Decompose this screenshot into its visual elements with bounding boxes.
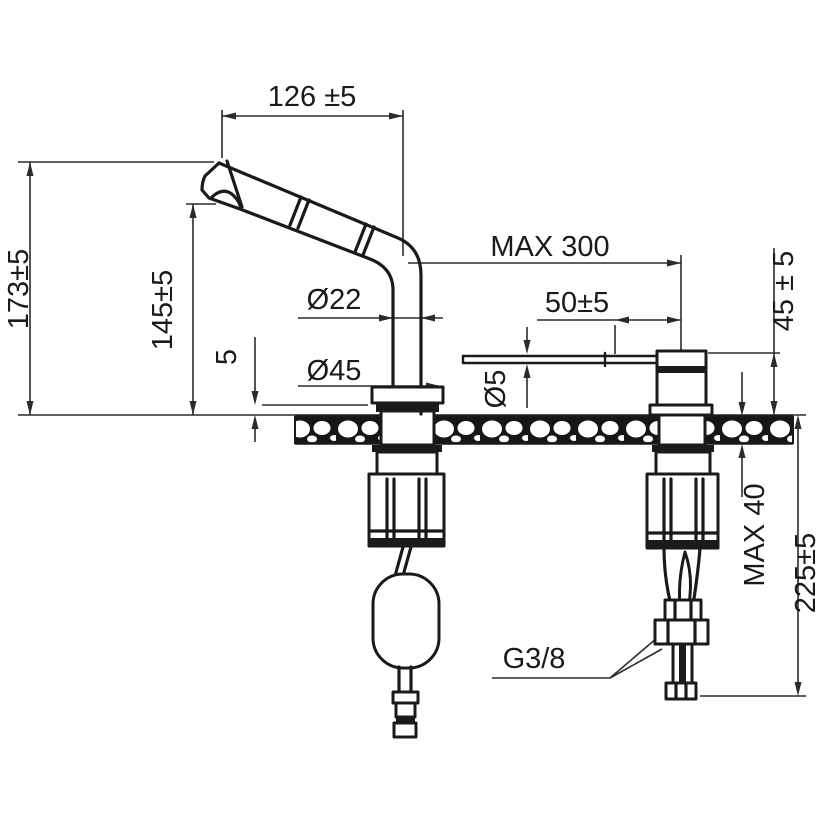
dim-counter-thickness-max: MAX 40 <box>739 483 771 586</box>
dim-base-lip: 5 <box>211 349 243 365</box>
hose-hex-fitting <box>653 618 710 646</box>
handle-assembly <box>461 349 720 701</box>
spout-fixing-nut <box>367 472 446 548</box>
spout-undercounter-assembly <box>367 409 446 739</box>
faucet-spout <box>200 159 445 416</box>
spout-inner-edge <box>238 207 395 389</box>
dimension-labels: 126 ±5 173±5 145±5 5 Ø22 Ø45 MAX 300 50±… <box>3 81 822 675</box>
base-gasket <box>376 403 439 412</box>
dim-base-diameter: Ø45 <box>307 355 362 387</box>
dim-hose-drop: 225±5 <box>790 533 822 613</box>
dim-total-height: 173±5 <box>3 249 35 329</box>
hose-weight <box>371 572 441 670</box>
dim-lever-rod-diameter: Ø5 <box>480 370 512 409</box>
handle-body <box>655 349 708 407</box>
dim-outlet-height: 145±5 <box>147 270 179 350</box>
dim-column-diameter: Ø22 <box>307 284 362 316</box>
pull-out-hose-end <box>392 721 418 739</box>
handle-fixing-nut <box>645 472 720 550</box>
dim-spout-reach: 126 ±5 <box>268 81 357 113</box>
spout-mounting-shank <box>379 409 436 447</box>
spray-head <box>200 161 242 211</box>
dim-lever-offset: 50±5 <box>545 287 609 319</box>
dim-thread-size: G3/8 <box>503 643 566 675</box>
spout-outer-edge <box>217 161 423 416</box>
spout-base-flange <box>370 385 445 405</box>
dim-handle-height: 45 ± 5 <box>768 251 800 331</box>
dim-hose-reach-max: MAX 300 <box>490 231 609 263</box>
